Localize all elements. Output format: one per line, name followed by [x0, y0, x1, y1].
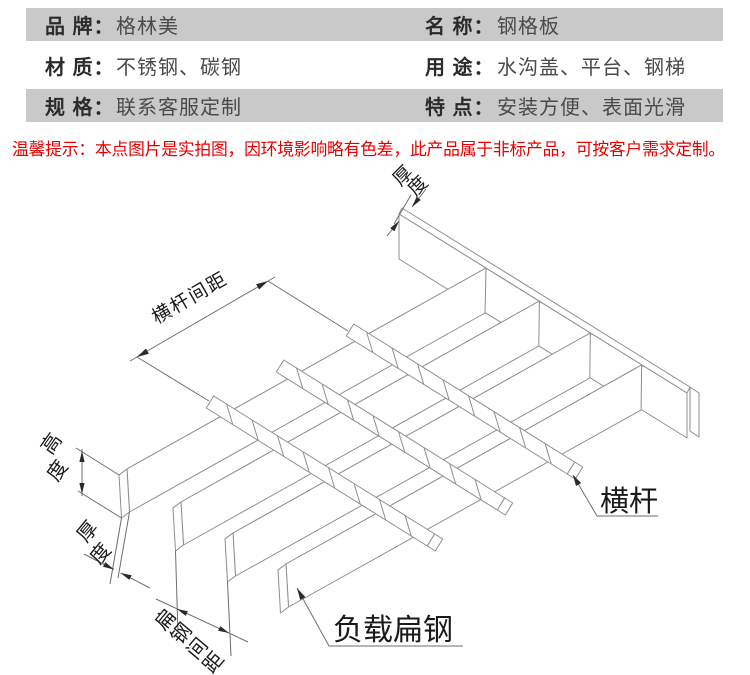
warm-notice-text: 温馨提示：本点图片是实拍图，因环境影响略有色差，此产品属于非标产品，可按客户需求… — [12, 140, 725, 159]
cross-rod-1 — [206, 396, 442, 551]
use-label: 用 途： — [425, 57, 495, 79]
name-value: 钢格板 — [497, 16, 560, 38]
use-value: 水沟盖、平台、钢梯 — [497, 57, 686, 79]
feature-value: 安装方便、表面光滑 — [497, 97, 686, 119]
spec-row-material-use: 材 质： 不锈钢、碳钢 用 途： 水沟盖、平台、钢梯 — [0, 49, 750, 82]
load-flat-bar-label: 负载扁钢 — [333, 614, 453, 647]
bar-height-char-2: 度 — [42, 456, 72, 486]
brand-value: 格林美 — [116, 16, 179, 38]
brand-label: 品 牌： — [45, 16, 115, 38]
dimension-thickness-left: 厚 度 — [73, 512, 150, 588]
spec-row-brand-name: 品 牌： 格林美 名 称： 钢格板 — [0, 8, 750, 41]
spec-value: 联系客服定制 — [116, 97, 242, 119]
material-value: 不锈钢、碳钢 — [116, 57, 242, 79]
leader-crossbar: 横杆 — [573, 475, 658, 518]
crossbar-label: 横杆 — [600, 485, 658, 518]
material-label: 材 质： — [45, 57, 115, 79]
cross-rod-3 — [346, 324, 582, 479]
feature-label: 特 点： — [425, 97, 495, 119]
bar-height-char-1: 高 — [36, 429, 66, 459]
spec-row-band-3 — [26, 89, 723, 122]
spec-row-spec-feature: 规 格： 联系客服定制 特 点： 安装方便、表面光滑 — [0, 89, 750, 122]
cross-rod-2 — [276, 360, 512, 515]
dimension-bar-height: 高 度 — [36, 429, 121, 518]
name-label: 名 称： — [425, 16, 495, 38]
spec-label: 规 格： — [45, 97, 115, 119]
crossbar-spacing-label: 横杆间距 — [148, 267, 232, 328]
spec-row-band-1 — [26, 8, 723, 41]
leader-load-flat-bar: 负载扁钢 — [297, 588, 463, 647]
